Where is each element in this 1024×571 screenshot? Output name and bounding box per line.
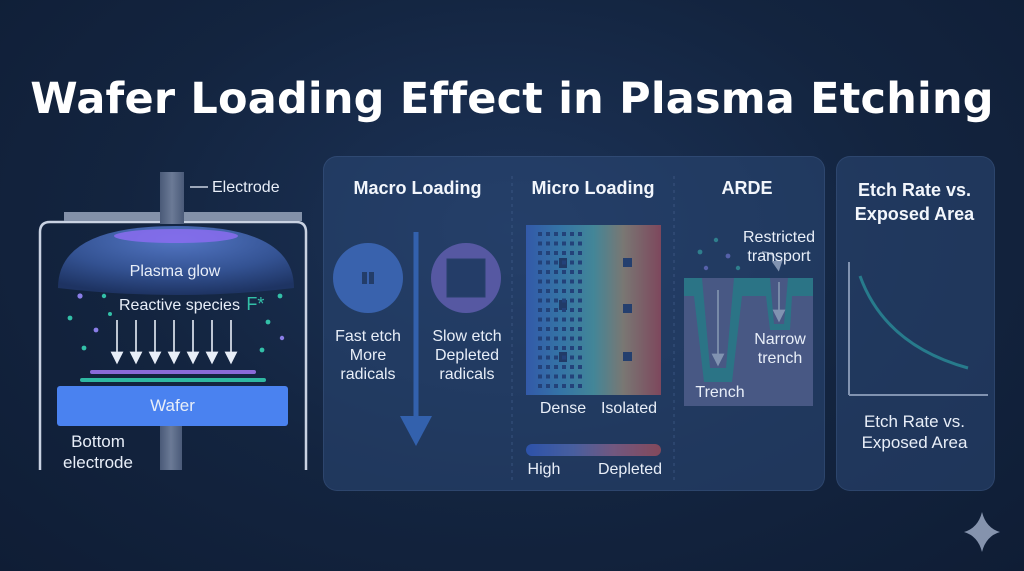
trench-label: Trench [695, 384, 745, 401]
slow-etch-label: Slow etch Depleted radicals [422, 327, 512, 384]
macro-heading: Macro Loading [353, 178, 482, 198]
graph-caption: Etch Rate vs. Exposed Area [836, 411, 993, 453]
wafer [57, 386, 288, 426]
plasma-label: Plasma glow [129, 263, 221, 280]
graph-heading-line-2: Exposed Area [854, 204, 975, 224]
dense-label: Dense [539, 400, 587, 417]
page-title: Wafer Loading Effect in Plasma Etching [30, 74, 994, 124]
fast-etch-line-3: radicals [340, 366, 396, 383]
slow-etch-line-2: Depleted [434, 347, 500, 364]
graph-caption-line-1: Etch Rate vs. [863, 412, 966, 431]
electrode-label: Electrode [212, 179, 280, 196]
arde-heading: ARDE [721, 178, 773, 198]
loading-types-panel [323, 156, 825, 491]
restricted-label: Restricted transport [734, 228, 824, 266]
fast-etch-label: Fast etch More radicals [323, 327, 413, 384]
graph-heading: Etch Rate vs. Exposed Area [836, 178, 993, 226]
species-text: Reactive species [119, 297, 240, 314]
restricted-line-2: transport [747, 248, 811, 265]
narrow-line-2: trench [757, 350, 803, 367]
species-label: Reactive species F* [119, 295, 264, 315]
wafer-label: Wafer [150, 396, 195, 415]
micro-heading: Micro Loading [531, 178, 655, 198]
reactive-particles [67, 293, 285, 353]
restricted-line-1: Restricted [742, 229, 816, 246]
ion-flux-arrows [110, 320, 238, 365]
bottom-electrode-line-1: Bottom [71, 432, 125, 451]
bottom-electrode-line-2: electrode [63, 453, 133, 472]
slow-etch-line-1: Slow etch [432, 328, 502, 345]
bottom-electrode-stem [160, 426, 182, 470]
graph-heading-line-1: Etch Rate vs. [857, 180, 972, 200]
narrow-trench-label: Narrow trench [742, 330, 818, 368]
narrow-line-1: Narrow [754, 331, 806, 348]
electrode-stem [160, 172, 184, 224]
wafer-film-2 [80, 378, 266, 382]
scale-depleted-label: Depleted [597, 461, 663, 478]
wafer-film [90, 370, 256, 374]
scale-high-label: High [527, 461, 561, 478]
slow-etch-line-3: radicals [439, 366, 495, 383]
fast-etch-line-1: Fast etch [335, 328, 401, 345]
plasma-glow [58, 226, 294, 295]
graph-caption-line-2: Exposed Area [861, 433, 968, 452]
species-symbol: F* [246, 294, 265, 314]
bottom-electrode-label: Bottom electrode [48, 431, 148, 473]
etch-rate-panel [836, 156, 995, 491]
fast-etch-line-2: More [349, 347, 387, 364]
sparkle-icon [964, 512, 1000, 552]
isolated-label: Isolated [600, 400, 658, 417]
